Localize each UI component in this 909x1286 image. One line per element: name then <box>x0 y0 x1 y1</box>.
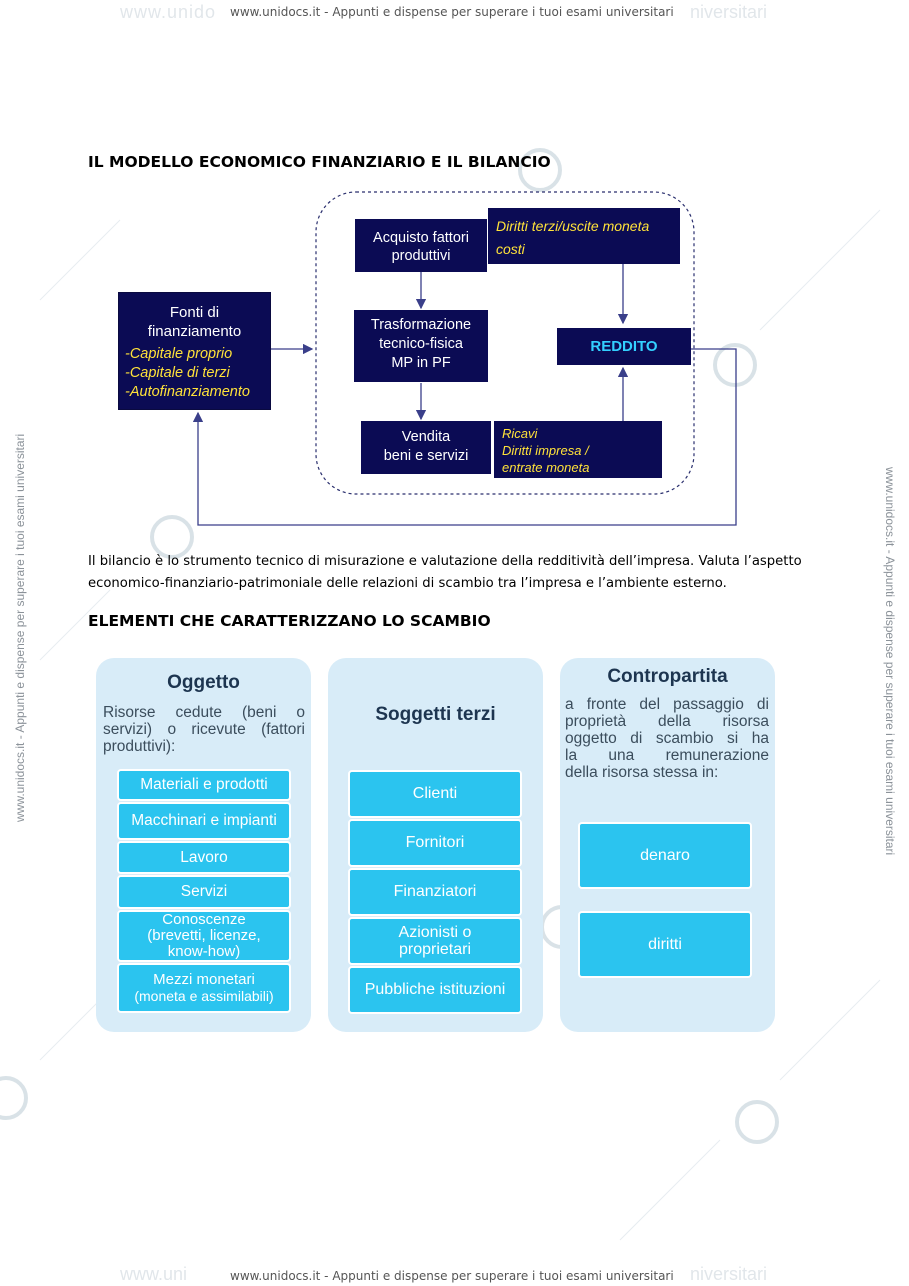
box-acquisto-fattori: Acquisto fattori produttivi <box>355 219 487 272</box>
soggetti-item-pubbliche: Pubbliche istituzioni <box>348 966 522 1014</box>
vendita-note-line2: Diritti impresa / <box>502 443 589 458</box>
oggetto-item-lavoro: Lavoro <box>117 841 291 874</box>
oggetto-item-macchinari: Macchinari e impianti <box>117 802 291 840</box>
oggetto-desc-line1: Risorse cedute (beni o <box>103 704 305 721</box>
fonti-item-autofinanziamento: -Autofinanziamento <box>125 384 250 400</box>
page-footer: www.unidocs.it - Appunti e dispense per … <box>230 1269 674 1283</box>
box-vendita-note: Ricavi Diritti impresa / entrate moneta <box>494 421 662 478</box>
panel-soggetti: Soggetti terzi Clienti Fornitori Finanzi… <box>328 658 543 1032</box>
oggetto-item-macchinari-label: Macchinari e impianti <box>131 812 277 829</box>
vendita-note-line1: Ricavi <box>502 426 538 441</box>
vendita-line1: Vendita <box>401 429 451 445</box>
section-title-modello: IL MODELLO ECONOMICO FINANZIARIO E IL BI… <box>88 153 551 171</box>
acquisto-note-line1: Diritti terzi/uscite moneta <box>496 218 650 234</box>
watermark-top-faint: www.unido <box>120 2 217 22</box>
contropartita-item-denaro-label: denaro <box>640 846 690 864</box>
acquisto-line2: produttivi <box>391 248 451 264</box>
oggetto-item-mezzi-line2: (moneta e assimilabili) <box>134 988 274 1004</box>
contropartita-desc-line1: a fronte del passaggio di <box>565 696 769 713</box>
trasformazione-line3: MP in PF <box>391 355 451 371</box>
oggetto-item-conoscenze-line2: (brevetti, licenze, <box>147 927 261 944</box>
box-trasformazione: Trasformazione tecnico-fisica MP in PF <box>354 310 488 382</box>
panel-contropartita-title: Contropartita <box>607 666 728 687</box>
contropartita-desc-line4: la una remunerazione <box>565 747 769 764</box>
contropartita-desc-line5: della risorsa stessa in: <box>565 764 719 781</box>
oggetto-desc-line2: servizi) o ricevute (fattori <box>103 721 305 738</box>
watermark-bottom-faint: www.uni <box>120 1264 188 1284</box>
oggetto-item-mezzi-monetari: Mezzi monetari (moneta e assimilabili) <box>117 963 291 1013</box>
fonti-item-capitale-terzi: -Capitale di terzi <box>125 365 230 381</box>
box-acquisto-note: Diritti terzi/uscite moneta costi <box>488 208 680 264</box>
oggetto-item-materiali: Materiali e prodotti <box>117 769 291 801</box>
soggetti-item-azionisti-line1: Azionisti o <box>398 924 472 941</box>
fonti-title-line1: Fonti di <box>169 304 220 321</box>
paragraph-line1: Il bilancio è lo strumento tecnico di mi… <box>88 554 802 569</box>
vendita-line2: beni e servizi <box>383 448 469 464</box>
watermark-top-faint-right: niversitari <box>690 2 768 22</box>
fonti-title-line2: finanziamento <box>147 323 242 340</box>
acquisto-line1: Acquisto fattori <box>373 230 469 246</box>
oggetto-desc-line3: produttivi): <box>103 738 176 755</box>
soggetti-item-finanziatori: Finanziatori <box>348 868 522 916</box>
trasformazione-line2: tecnico-fisica <box>379 336 463 352</box>
contropartita-desc-line3: oggetto di scambio si ha <box>565 730 769 747</box>
panel-oggetto-title: Oggetto <box>167 672 240 693</box>
trasformazione-line1: Trasformazione <box>370 317 472 333</box>
soggetti-item-clienti: Clienti <box>348 770 522 818</box>
soggetti-item-azionisti: Azionisti o proprietari <box>348 917 522 965</box>
oggetto-item-conoscenze-line3: know-how) <box>167 943 241 960</box>
soggetti-item-azionisti-line2: proprietari <box>398 941 472 958</box>
contropartita-item-diritti: diritti <box>578 911 752 978</box>
soggetti-item-fornitori-label: Fornitori <box>405 834 465 851</box>
panel-oggetto: Oggetto Risorse cedute (beni o servizi) … <box>96 658 311 1032</box>
soggetti-item-pubbliche-label: Pubbliche istituzioni <box>364 981 506 998</box>
oggetto-item-mezzi-line1: Mezzi monetari <box>153 971 255 988</box>
panel-contropartita-desc: a fronte del passaggio di proprietà dell… <box>565 696 769 781</box>
oggetto-item-lavoro-label: Lavoro <box>180 848 228 866</box>
process-dashed-frame <box>315 191 695 495</box>
watermark-bottom-faint-right: niversitari <box>690 1264 768 1284</box>
box-reddito: REDDITO <box>557 328 691 365</box>
page-header: www.unidocs.it - Appunti e dispense per … <box>230 5 674 19</box>
oggetto-item-conoscenze-line1: Conoscenze <box>162 911 246 928</box>
fonti-item-capitale-proprio: -Capitale proprio <box>125 346 233 362</box>
acquisto-note-line2: costi <box>496 241 525 257</box>
box-vendita: Vendita beni e servizi <box>361 421 491 474</box>
soggetti-item-clienti-label: Clienti <box>412 785 458 802</box>
box-fonti-finanziamento: Fonti di finanziamento -Capitale proprio… <box>118 292 271 410</box>
panel-contropartita: Contropartita a fronte del passaggio di … <box>560 658 775 1032</box>
vendita-note-line3: entrate moneta <box>502 460 590 475</box>
paragraph-bilancio: Il bilancio è lo strumento tecnico di mi… <box>88 551 878 595</box>
soggetti-item-fornitori: Fornitori <box>348 819 522 867</box>
contropartita-item-diritti-label: diritti <box>648 935 682 953</box>
oggetto-item-servizi-label: Servizi <box>180 883 228 900</box>
paragraph-line2: economico-finanziario-patrimoniale delle… <box>88 576 727 591</box>
contropartita-item-denaro: denaro <box>578 822 752 889</box>
soggetti-item-finanziatori-label: Finanziatori <box>393 883 477 900</box>
section-title-elementi: ELEMENTI CHE CARATTERIZZANO LO SCAMBIO <box>88 612 491 630</box>
oggetto-item-servizi: Servizi <box>117 875 291 909</box>
contropartita-desc-line2: proprietà della risorsa <box>565 713 769 730</box>
oggetto-item-conoscenze: Conoscenze (brevetti, licenze, know-how) <box>117 910 291 962</box>
oggetto-item-materiali-label: Materiali e prodotti <box>140 776 268 793</box>
panel-soggetti-title: Soggetti terzi <box>375 704 496 725</box>
panel-oggetto-desc: Risorse cedute (beni o servizi) o ricevu… <box>103 704 305 755</box>
